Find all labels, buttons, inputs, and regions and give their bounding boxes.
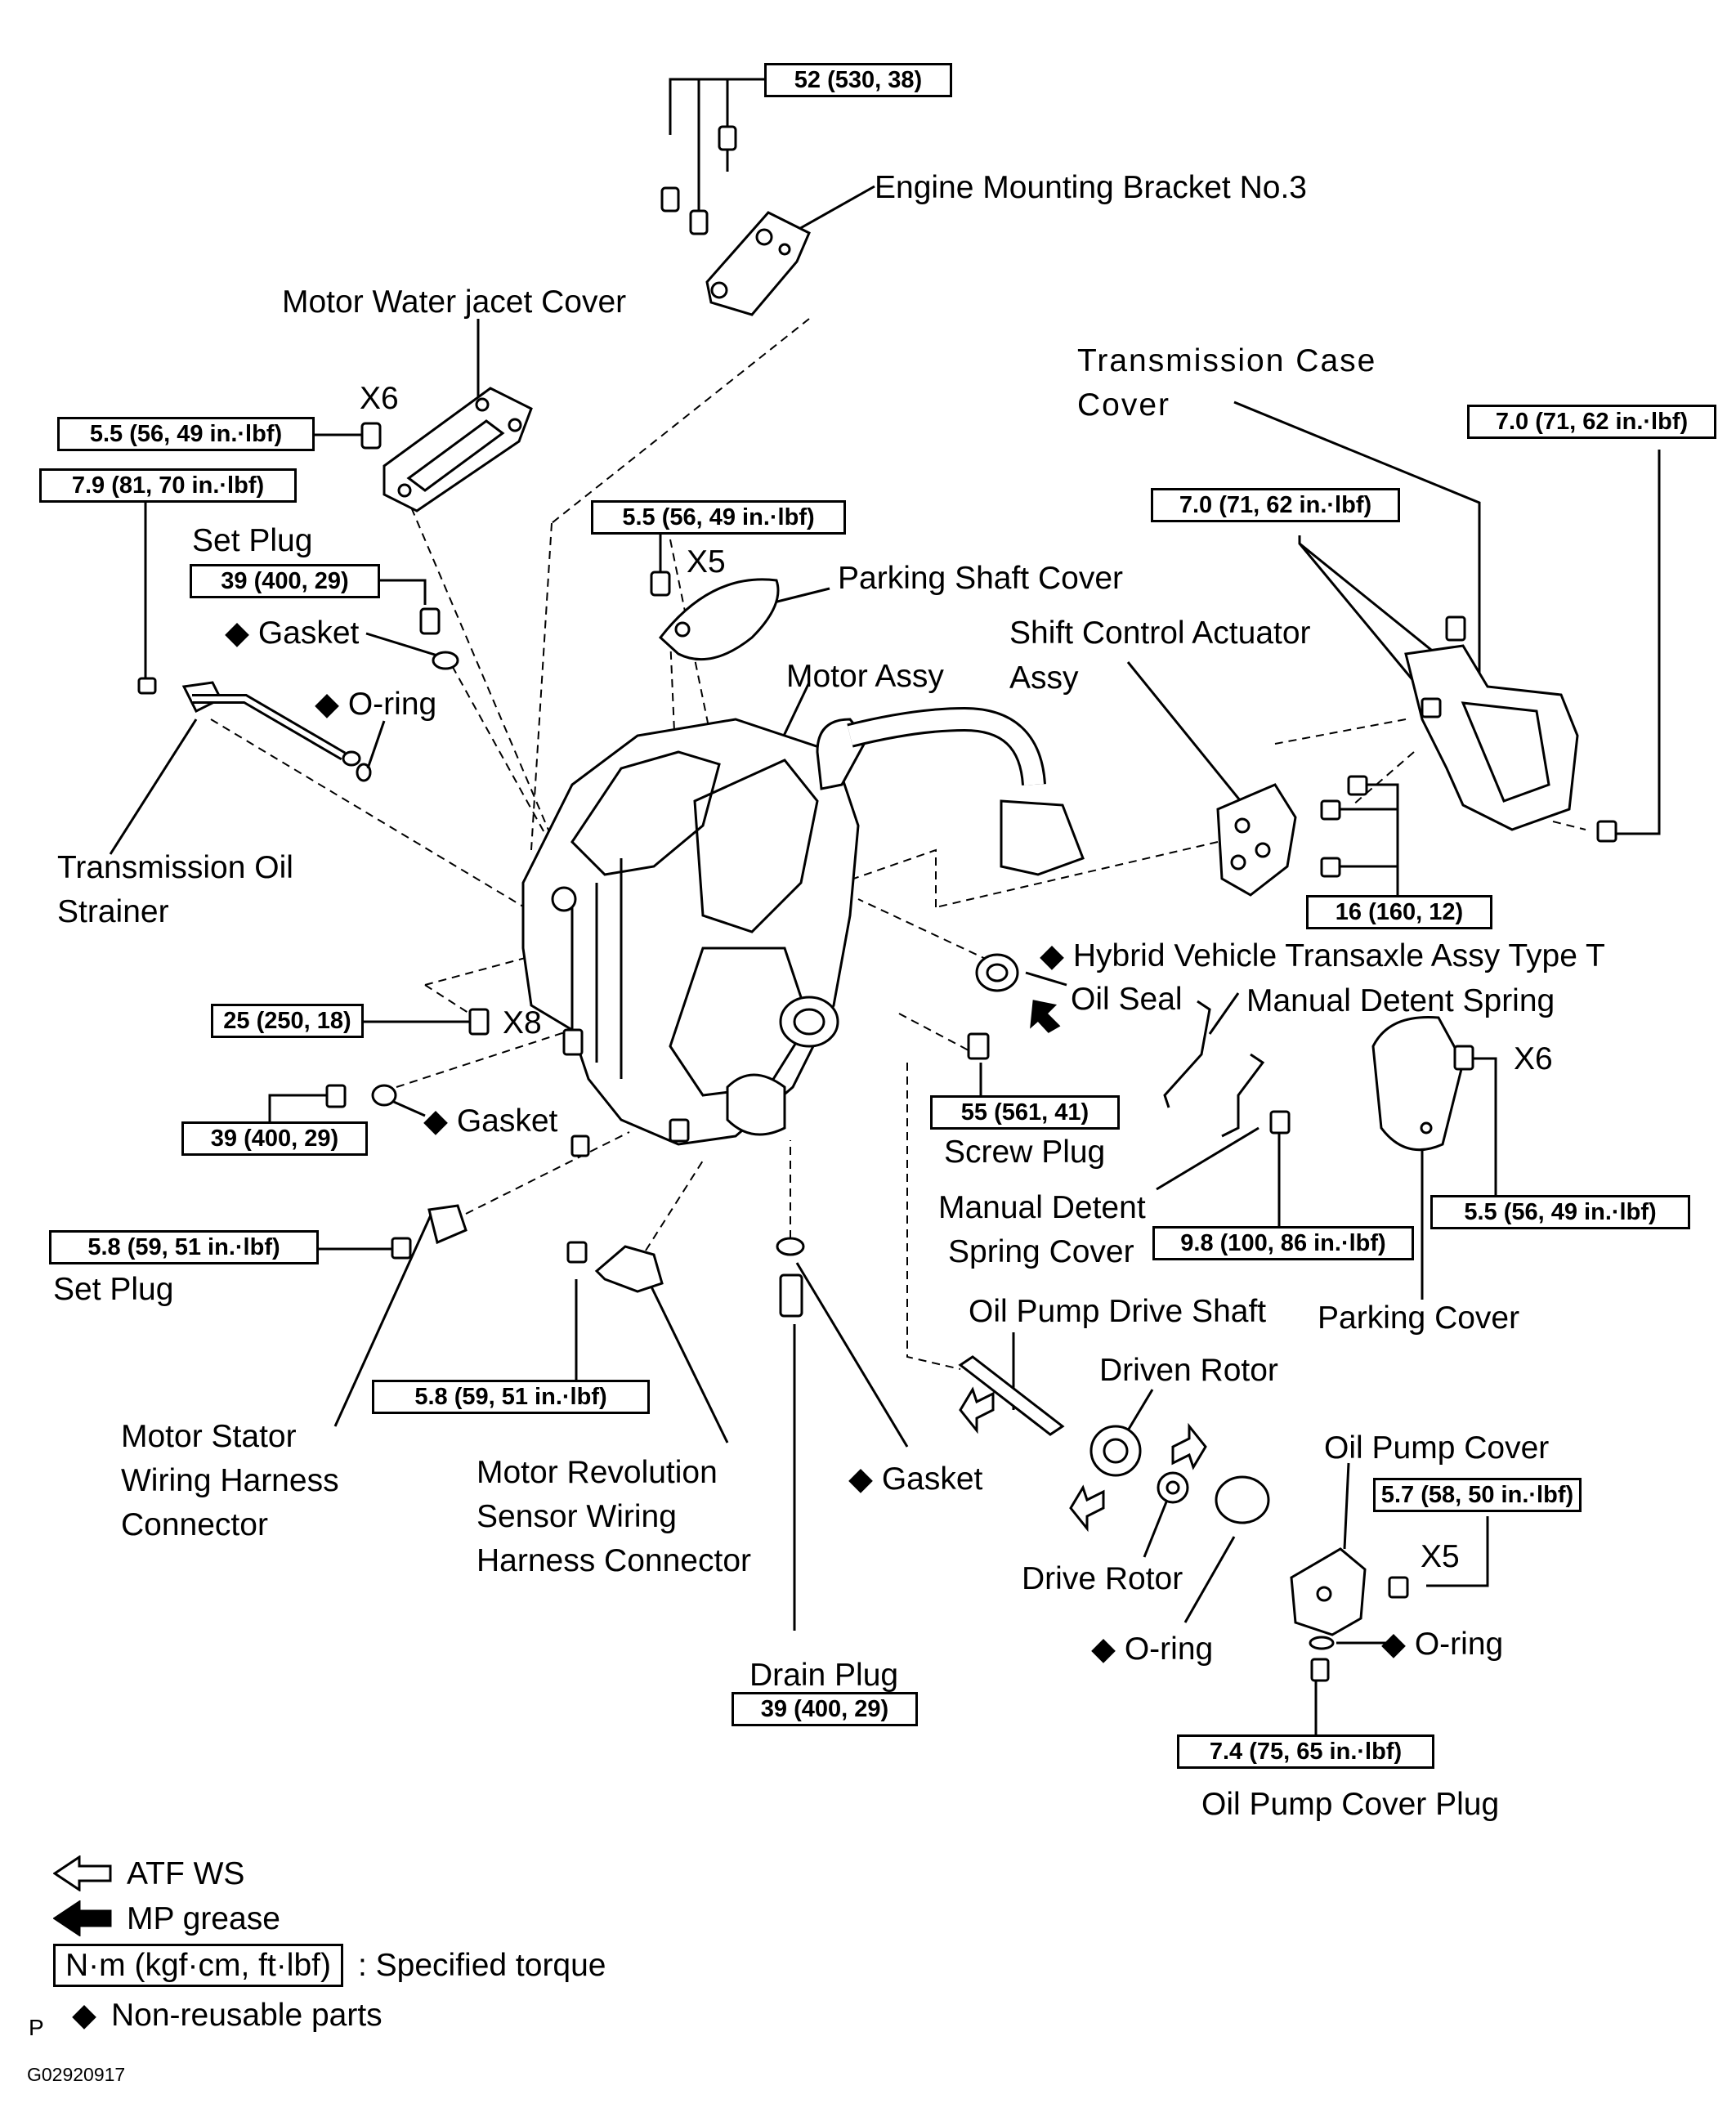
label-o-ring-upper: ◆ O-ring — [315, 687, 437, 722]
label-motor-water-jacket-cover: Motor Water jacet Cover — [282, 284, 627, 320]
label-manual-detent-spring-cover-line1: Manual Detent — [938, 1190, 1146, 1225]
corner-letter: P — [29, 2015, 44, 2040]
torque-spec-drain-plug: 39 (400, 29) — [732, 1692, 918, 1726]
non-reusable-diamond-icon: ◆ — [72, 1998, 96, 2033]
torque-spec-strainer: 7.9 (81, 70 in.·lbf) — [39, 468, 297, 503]
label-motor-stator-line1: Motor Stator — [121, 1419, 297, 1454]
legend-torque-text: : Specified torque — [357, 1948, 606, 1983]
label-oil-seal: Oil Seal — [1071, 982, 1183, 1017]
label-parking-cover: Parking Cover — [1318, 1300, 1520, 1336]
quantity-oil-pump-cover-bolts: X5 — [1421, 1539, 1460, 1574]
torque-spec-case-bolts: 25 (250, 18) — [211, 1004, 364, 1038]
label-shift-control-actuator-line2: Assy — [1009, 660, 1079, 696]
quantity-parking-cover-bolts: X6 — [1514, 1041, 1553, 1076]
label-oil-pump-drive-shaft: Oil Pump Drive Shaft — [969, 1294, 1267, 1329]
label-set-plug-lower: Set Plug — [53, 1272, 174, 1307]
atf-arrow-icon — [53, 1855, 112, 1891]
label-gasket-lower: ◆ Gasket — [848, 1461, 983, 1497]
label-motor-revolution-line3: Harness Connector — [477, 1543, 751, 1578]
label-o-ring-lower-right: ◆ O-ring — [1381, 1627, 1504, 1662]
parking-shaft-cover-drawing — [650, 571, 780, 661]
label-set-plug-upper: Set Plug — [192, 523, 313, 558]
torque-spec-water-jacket: 5.5 (56, 49 in.·lbf) — [57, 417, 315, 451]
label-gasket-upper: ◆ Gasket — [225, 615, 360, 651]
label-oil-pump-cover-plug: Oil Pump Cover Plug — [1201, 1787, 1500, 1822]
mp-grease-arrow-icon — [53, 1900, 112, 1936]
label-oil-pump-cover: Oil Pump Cover — [1324, 1430, 1550, 1466]
figure-code: G02920917 — [27, 2064, 126, 2085]
shift-control-actuator-drawing — [1216, 775, 1368, 897]
label-transmission-oil-strainer-line1: Transmission Oil — [57, 850, 293, 885]
label-manual-detent-spring-cover-line2: Spring Cover — [948, 1234, 1134, 1269]
label-manual-detent-spring: Manual Detent Spring — [1246, 983, 1555, 1018]
label-transmission-case-cover-line2: Cover — [1077, 387, 1171, 423]
water-jacket-cover-drawing — [360, 387, 533, 512]
torque-spec-screw-plug: 55 (561, 41) — [930, 1095, 1120, 1130]
label-motor-revolution-line1: Motor Revolution — [477, 1455, 718, 1490]
label-screw-plug: Screw Plug — [944, 1135, 1106, 1170]
label-motor-stator-line2: Wiring Harness — [121, 1463, 339, 1498]
torque-spec-case-cover-left: 7.0 (71, 62 in.·lbf) — [1151, 488, 1400, 522]
torque-spec-engine-bracket: 52 (530, 38) — [764, 63, 952, 97]
torque-spec-revolution-sensor: 5.8 (59, 51 in.·lbf) — [372, 1380, 650, 1414]
transaxle-body-drawing — [521, 706, 1085, 1157]
label-transmission-case-cover-line1: Transmission Case — [1077, 343, 1377, 378]
label-engine-mounting-bracket: Engine Mounting Bracket No.3 — [875, 170, 1307, 205]
parking-cover-drawing — [1371, 1015, 1474, 1152]
label-motor-revolution-line2: Sensor Wiring — [477, 1499, 677, 1534]
torque-spec-case-cover-right: 7.0 (71, 62 in.·lbf) — [1467, 405, 1716, 439]
torque-spec-set-plug-upper: 39 (400, 29) — [190, 564, 380, 598]
label-hybrid-vehicle-transaxle: ◆ Hybrid Vehicle Transaxle Assy Type T — [1040, 938, 1605, 973]
legend-torque: N·m (kgf·cm, ft·lbf) : Specified torque — [53, 1944, 606, 1987]
torque-spec-parking-shaft: 5.5 (56, 49 in.·lbf) — [591, 500, 846, 535]
transmission-oil-strainer-drawing — [137, 677, 372, 782]
label-motor-assy: Motor Assy — [786, 659, 944, 694]
torque-spec-parking-cover: 5.5 (56, 49 in.·lbf) — [1430, 1195, 1690, 1229]
lubrication-arrows — [959, 1000, 1207, 1533]
label-transmission-oil-strainer-line2: Strainer — [57, 894, 169, 929]
legend-torque-box: N·m (kgf·cm, ft·lbf) — [53, 1944, 343, 1987]
quantity-case-bolts: X8 — [503, 1005, 542, 1041]
legend-non-reusable-text: Non-reusable parts — [111, 1998, 383, 2033]
legend-mp-grease-text: MP grease — [127, 1900, 280, 1936]
torque-spec-oil-pump-cover: 5.7 (58, 50 in.·lbf) — [1373, 1478, 1582, 1512]
torque-spec-detent-cover: 9.8 (100, 86 in.·lbf) — [1152, 1226, 1414, 1260]
torque-spec-set-plug-lower: 5.8 (59, 51 in.·lbf) — [49, 1230, 319, 1264]
label-o-ring-lower-left: ◆ O-ring — [1091, 1631, 1214, 1667]
label-parking-shaft-cover: Parking Shaft Cover — [838, 561, 1124, 596]
legend-mp-grease: MP grease — [53, 1900, 280, 1936]
quantity-water-jacket-bolts: X6 — [360, 381, 399, 416]
part-drawings — [137, 125, 1617, 1682]
legend-atf: ATF WS — [53, 1855, 244, 1891]
legend-non-reusable: ◆ Non-reusable parts — [72, 1999, 383, 2031]
torque-spec-shift-actuator: 16 (160, 12) — [1306, 895, 1492, 929]
label-shift-control-actuator-line1: Shift Control Actuator — [1009, 615, 1311, 651]
legend-atf-text: ATF WS — [127, 1855, 245, 1891]
torque-spec-set-plug-middle: 39 (400, 29) — [181, 1121, 368, 1156]
label-driven-rotor: Driven Rotor — [1099, 1353, 1278, 1388]
transmission-case-cover-drawing — [1404, 615, 1617, 843]
label-motor-stator-line3: Connector — [121, 1507, 268, 1542]
label-gasket-middle: ◆ Gasket — [423, 1103, 558, 1139]
quantity-parking-shaft-bolts: X5 — [687, 544, 726, 580]
label-drive-rotor: Drive Rotor — [1022, 1561, 1183, 1596]
torque-spec-oil-pump-cover-plug: 7.4 (75, 65 in.·lbf) — [1177, 1734, 1434, 1769]
label-drain-plug: Drain Plug — [749, 1658, 899, 1693]
engine-mounting-bracket-drawing — [660, 125, 811, 316]
